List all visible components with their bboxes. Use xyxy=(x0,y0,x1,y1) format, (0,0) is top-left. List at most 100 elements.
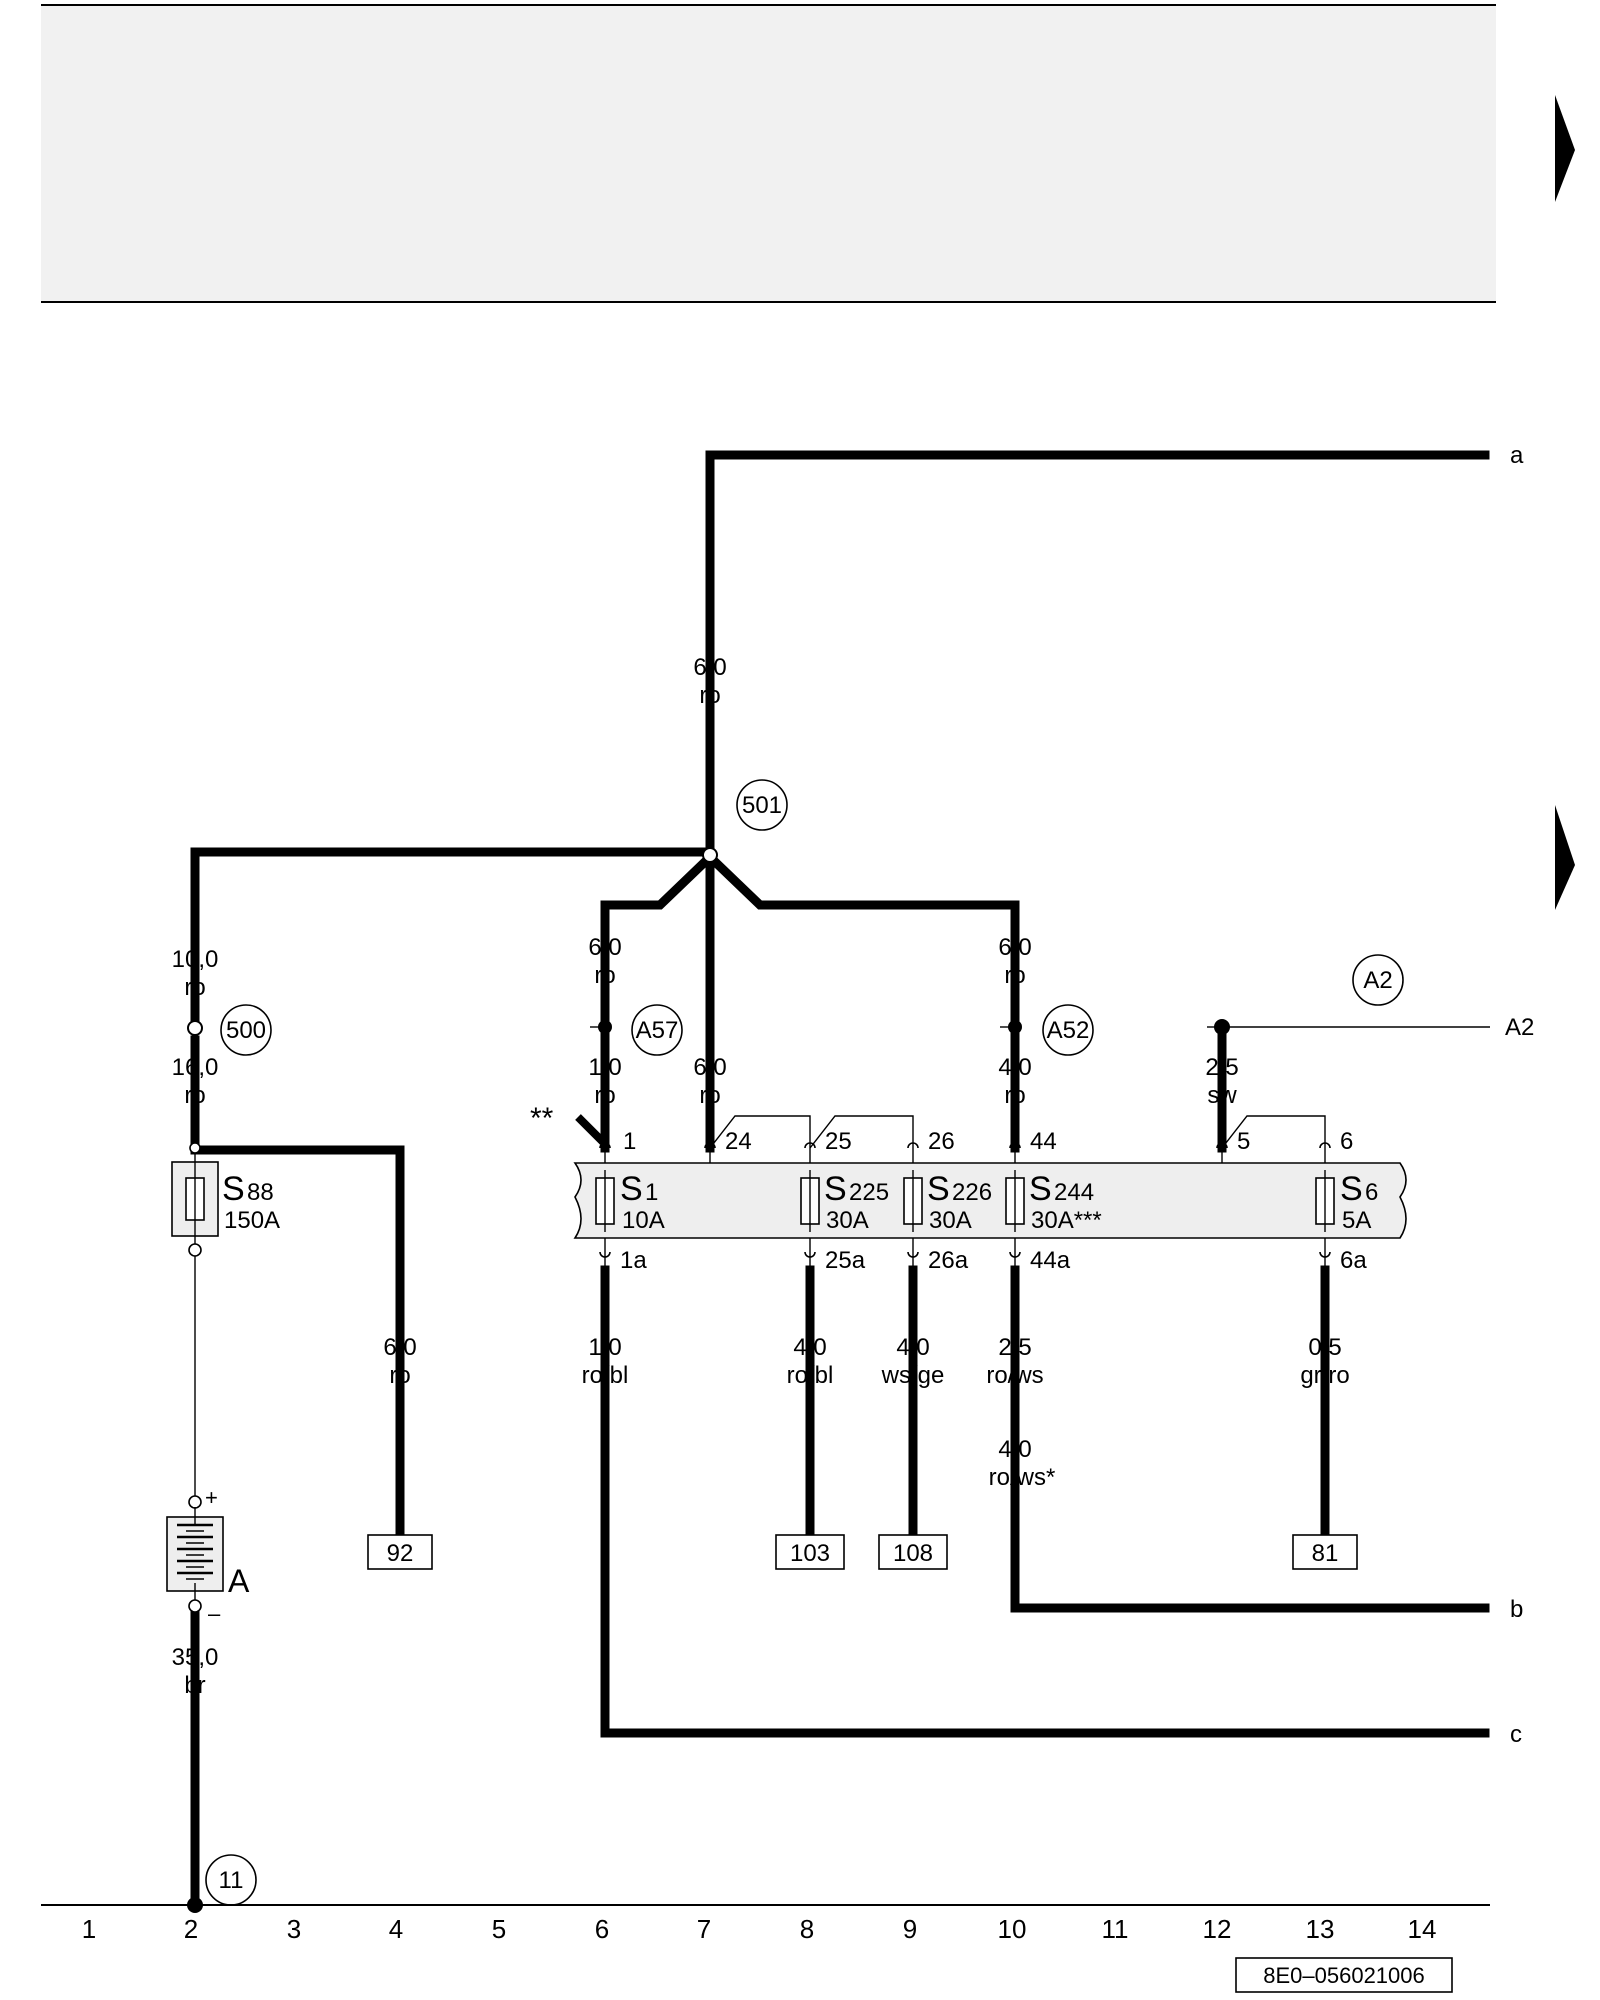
svg-text:S: S xyxy=(620,1170,643,1208)
node-a52: A52 xyxy=(1047,1017,1090,1044)
svg-text:0,5: 0,5 xyxy=(1308,1334,1341,1361)
pin-label: 6a xyxy=(1340,1247,1367,1274)
pin-label: 25 xyxy=(825,1128,852,1155)
fuse-box xyxy=(573,1162,1407,1239)
conductor-label: 4,0ws/ge xyxy=(881,1334,945,1389)
column-number: 12 xyxy=(1203,1914,1232,1944)
pin-label: 1a xyxy=(620,1247,647,1274)
svg-text:ro/bl: ro/bl xyxy=(787,1362,834,1389)
svg-text:1,0: 1,0 xyxy=(588,1054,621,1081)
svg-text:6,0: 6,0 xyxy=(998,934,1031,961)
svg-text:30A***: 30A*** xyxy=(1031,1207,1102,1234)
column-number: 14 xyxy=(1408,1914,1437,1944)
target-box[interactable] xyxy=(367,1534,433,1570)
node-circle xyxy=(631,1004,683,1056)
svg-text:ro: ro xyxy=(389,1362,410,1389)
svg-text:6: 6 xyxy=(1365,1179,1378,1206)
doc-id-box xyxy=(1235,1957,1453,1993)
column-number: 10 xyxy=(998,1914,1027,1944)
svg-text:225: 225 xyxy=(849,1179,889,1206)
svg-text:S: S xyxy=(222,1170,245,1208)
fuse-icon[interactable] xyxy=(903,1170,923,1232)
continuation-arrow-icon[interactable] xyxy=(1555,95,1575,202)
target-label: 108 xyxy=(893,1540,933,1567)
splice-dot-icon xyxy=(598,1020,612,1034)
wire-to-b xyxy=(1010,1265,1490,1613)
svg-text:S: S xyxy=(824,1170,847,1208)
conductor-label: 0,5gr/ro xyxy=(1300,1334,1349,1389)
svg-text:2,5: 2,5 xyxy=(998,1334,1031,1361)
svg-text:ws/ge: ws/ge xyxy=(881,1362,945,1389)
wire-to-c xyxy=(600,1265,1490,1738)
svg-text:16,0: 16,0 xyxy=(172,1054,219,1081)
fuse-icon[interactable] xyxy=(1005,1170,1025,1232)
target-box[interactable] xyxy=(775,1534,845,1570)
node-circle xyxy=(1352,954,1404,1006)
fuse-icon[interactable] xyxy=(800,1170,820,1232)
header-panel xyxy=(41,5,1496,302)
fuse-icon[interactable] xyxy=(1315,1170,1335,1232)
conductor-label: 4,0ro xyxy=(998,1054,1031,1109)
conductor-label: 1,0ro/bl xyxy=(582,1334,629,1389)
conductor-label: 6,0ro xyxy=(588,934,621,989)
svg-text:ro: ro xyxy=(184,1082,205,1109)
node-11: 11 xyxy=(219,1867,244,1894)
conductor-label: 6,0ro xyxy=(693,654,726,709)
svg-text:gr/ro: gr/ro xyxy=(1300,1362,1349,1389)
svg-text:ro: ro xyxy=(184,974,205,1001)
conductor-label: 2,5ro/ws xyxy=(986,1334,1043,1389)
node-a2: A2 xyxy=(1363,967,1392,994)
terminal-icon xyxy=(189,1142,201,1154)
target-box[interactable] xyxy=(1292,1534,1358,1570)
svg-text:4,0: 4,0 xyxy=(998,1436,1031,1463)
svg-text:ro: ro xyxy=(594,962,615,989)
connector-icon xyxy=(187,1020,203,1036)
fuse-icon[interactable] xyxy=(595,1170,615,1232)
column-number: 6 xyxy=(595,1914,609,1944)
pin-label: 6 xyxy=(1340,1128,1353,1155)
conductor-label: 4,0ro/bl xyxy=(787,1334,834,1389)
conductor-label: 35,0br xyxy=(172,1644,219,1699)
column-number: 11 xyxy=(1102,1914,1129,1944)
conductor-label: 2,5sw xyxy=(1205,1054,1238,1109)
pin-label: 25a xyxy=(825,1247,866,1274)
node-circle xyxy=(220,1004,272,1056)
pin-label: 26 xyxy=(928,1128,955,1155)
svg-text:S: S xyxy=(1029,1170,1052,1208)
target-box[interactable] xyxy=(878,1534,948,1570)
column-number: 1 xyxy=(82,1914,96,1944)
splice-dot-icon xyxy=(1214,1019,1230,1035)
conductor-label: 6,0ro xyxy=(693,1054,726,1109)
svg-text:ro/ws: ro/ws xyxy=(986,1362,1043,1389)
column-number: 3 xyxy=(287,1914,301,1944)
wire-to-a xyxy=(705,450,1490,860)
pin-label: 44 xyxy=(1030,1128,1057,1155)
svg-text:ro: ro xyxy=(699,1082,720,1109)
column-number: 2 xyxy=(184,1914,198,1944)
svg-text:88: 88 xyxy=(247,1179,274,1206)
pin-label: 5 xyxy=(1237,1128,1250,1155)
battery-icon[interactable] xyxy=(166,1495,224,1613)
pin-marker-icon xyxy=(599,1142,1331,1258)
conductor-label: 4,0ro/ws* xyxy=(989,1436,1056,1491)
svg-text:sw: sw xyxy=(1207,1082,1237,1109)
svg-text:S: S xyxy=(927,1170,950,1208)
svg-text:10A: 10A xyxy=(622,1207,665,1234)
svg-text:2,5: 2,5 xyxy=(1205,1054,1238,1081)
node-501: 501 xyxy=(742,792,782,819)
svg-text:ro/ws*: ro/ws* xyxy=(989,1464,1056,1491)
svg-text:10,0: 10,0 xyxy=(172,946,219,973)
svg-text:30A: 30A xyxy=(826,1207,869,1234)
double-star-mark: ** xyxy=(530,1102,554,1135)
target-label: 103 xyxy=(790,1540,830,1567)
svg-text:4,0: 4,0 xyxy=(793,1334,826,1361)
double-star-stub xyxy=(575,1114,606,1145)
svg-text:6,0: 6,0 xyxy=(693,654,726,681)
ref-c: c xyxy=(1510,1721,1522,1748)
continuation-arrow-icon[interactable] xyxy=(1555,805,1575,910)
